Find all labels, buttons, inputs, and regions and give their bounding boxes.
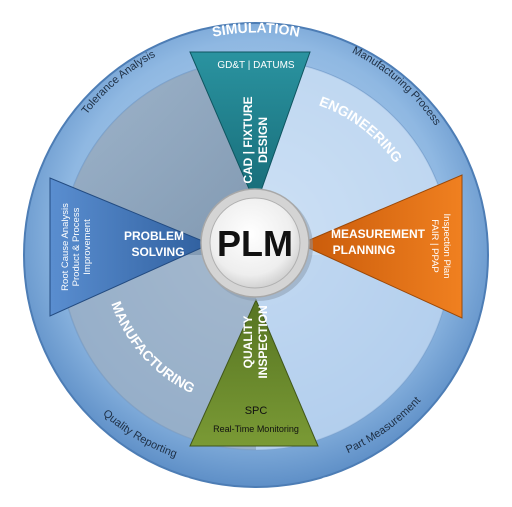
wedge-right-detail-line2: FAIR | PPAP (429, 219, 440, 273)
wedge-top-title-line2: DESIGN (256, 117, 270, 163)
wedge-left-detail-line3: Improvement (82, 219, 93, 275)
center-hub (209, 197, 301, 289)
wedge-right-title-line2: PLANNING (333, 243, 396, 257)
wedge-measurement-planning: MEASUREMENT PLANNING Inspection Plan FAI… (298, 174, 463, 319)
wedge-top-detail: GD&T | DATUMS (217, 60, 295, 71)
wedge-quality-inspection: QUALITY INSPECTION SPC Real-Time Monitor… (189, 298, 319, 447)
wedge-bottom-detail-line2: Real-Time Monitoring (213, 424, 299, 434)
wedge-right-title-line1: MEASUREMENT (331, 227, 426, 241)
wedge-bottom-title-line1: QUALITY (241, 316, 255, 369)
center-title: PLM (217, 223, 293, 264)
wedge-left-title-line1: PROBLEM (124, 229, 184, 243)
wedge-bottom-detail-line1: SPC (245, 405, 268, 417)
wedge-bottom-title-line2: INSPECTION (256, 305, 270, 378)
wedge-left-title-line2: SOLVING (131, 245, 184, 259)
wedge-problem-solving: Root Cause Analysis Product & Process Im… (49, 177, 212, 317)
ring-label-top: SIMULATION (211, 19, 302, 39)
wedge-left-detail-line1: Root Cause Analysis (60, 203, 71, 291)
wedge-left-detail-line2: Product & Process (71, 207, 82, 286)
quadrant-bottom-left (61, 255, 256, 450)
wedge-top-title-line1: CAD | FIXTURE (241, 96, 255, 183)
quadrant-bottom-right (256, 255, 451, 450)
wedge-cad-fixture-design: GD&T | DATUMS CAD | FIXTURE DESIGN (189, 51, 311, 207)
wedge-right-detail-line1: Inspection Plan (441, 214, 452, 279)
